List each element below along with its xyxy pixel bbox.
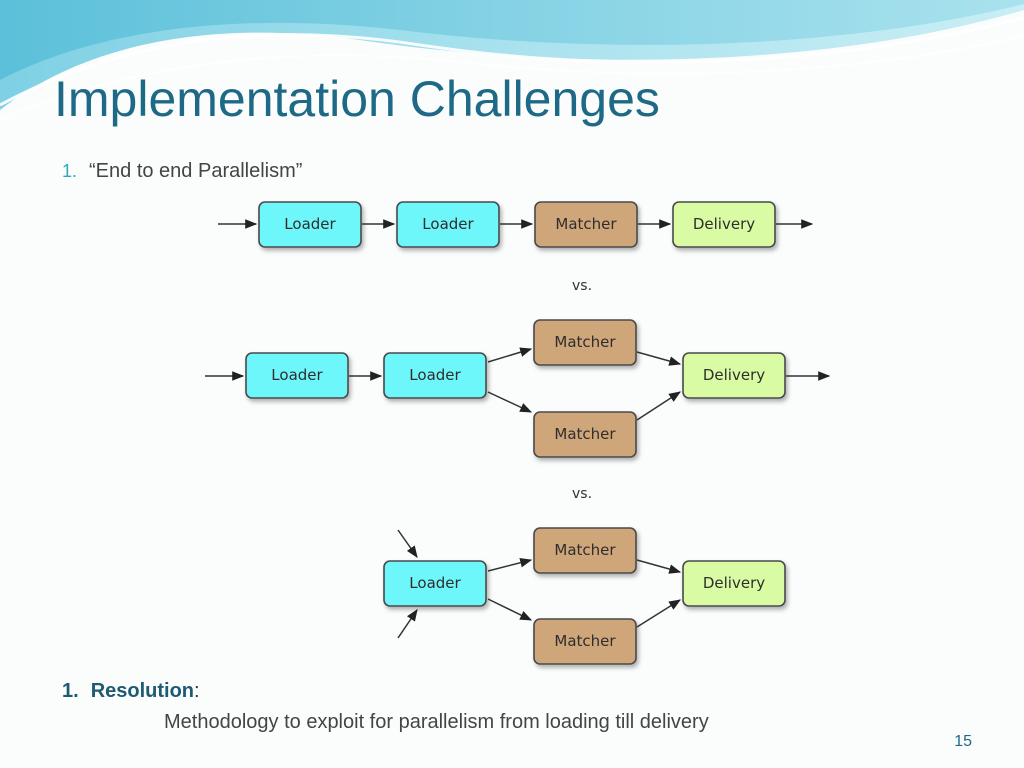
- row3-pipeline: Loader Matcher Matcher Delivery: [383, 527, 786, 665]
- svg-text:Matcher: Matcher: [554, 541, 616, 559]
- bullet-number: 1.: [62, 161, 78, 181]
- svg-text:Delivery: Delivery: [703, 366, 765, 384]
- svg-text:Loader: Loader: [284, 215, 336, 233]
- row2-arrow-to-matcher-top: [487, 347, 533, 363]
- resolution-number: 1.: [62, 680, 79, 702]
- row2-delivery: Delivery: [682, 352, 786, 399]
- resolution-description: Methodology to exploit for parallelism f…: [164, 711, 709, 733]
- row2-arrow-matcher-top-to-delivery: [636, 351, 682, 366]
- svg-text:Matcher: Matcher: [555, 215, 617, 233]
- row3-arrow-matcher-bottom-to-delivery: [636, 599, 682, 628]
- bullet-text: “End to end Parallelism”: [89, 160, 303, 182]
- svg-text:Delivery: Delivery: [693, 215, 755, 233]
- resolution-colon: :: [194, 680, 200, 702]
- vs-separator-1: vs.: [572, 278, 592, 294]
- vs-separator-2: vs.: [572, 486, 592, 502]
- svg-text:Delivery: Delivery: [703, 574, 765, 592]
- row1-pipeline: Loader Loader Matcher Delivery: [218, 201, 814, 248]
- row2-matcher-top: Matcher: [533, 319, 637, 366]
- header-wave-decoration: [0, 0, 1024, 121]
- row1-delivery: Delivery: [672, 201, 776, 248]
- svg-text:Loader: Loader: [422, 215, 474, 233]
- svg-text:Loader: Loader: [271, 366, 323, 384]
- svg-text:Loader: Loader: [409, 366, 461, 384]
- row1-matcher: Matcher: [534, 201, 638, 248]
- svg-text:Matcher: Matcher: [554, 425, 616, 443]
- row2-loader-2: Loader: [383, 352, 487, 399]
- row3-arrow-matcher-top-to-delivery: [636, 559, 682, 574]
- svg-text:Matcher: Matcher: [554, 333, 616, 351]
- row3-matcher-bottom: Matcher: [533, 618, 637, 665]
- slide-page-number: 15: [954, 733, 972, 750]
- resolution-heading: 1. Resolution:: [62, 680, 200, 703]
- row3-delivery: Delivery: [682, 560, 786, 607]
- row3-matcher-top: Matcher: [533, 527, 637, 574]
- row3-arrow-to-matcher-bottom: [487, 598, 533, 621]
- row2-matcher-bottom: Matcher: [533, 411, 637, 458]
- svg-text:Loader: Loader: [409, 574, 461, 592]
- svg-text:Matcher: Matcher: [554, 632, 616, 650]
- slide-title: Implementation Challenges: [54, 71, 660, 127]
- row3-input-arrow-top: [397, 529, 418, 558]
- row2-arrow-to-matcher-bottom: [487, 391, 533, 413]
- resolution-label: Resolution: [90, 680, 195, 702]
- row1-loader-2: Loader: [396, 201, 500, 248]
- row3-loader: Loader: [383, 560, 487, 607]
- row3-input-arrow-bottom: [397, 609, 418, 639]
- bullet-end-to-end-parallelism: 1. “End to end Parallelism”: [62, 160, 302, 183]
- row2-pipeline: Loader Loader Matcher Matcher Delivery: [205, 319, 831, 458]
- row3-arrow-to-matcher-top: [487, 558, 533, 572]
- row2-arrow-matcher-bottom-to-delivery: [636, 391, 682, 421]
- row2-loader-1: Loader: [245, 352, 349, 399]
- row1-loader-1: Loader: [258, 201, 362, 248]
